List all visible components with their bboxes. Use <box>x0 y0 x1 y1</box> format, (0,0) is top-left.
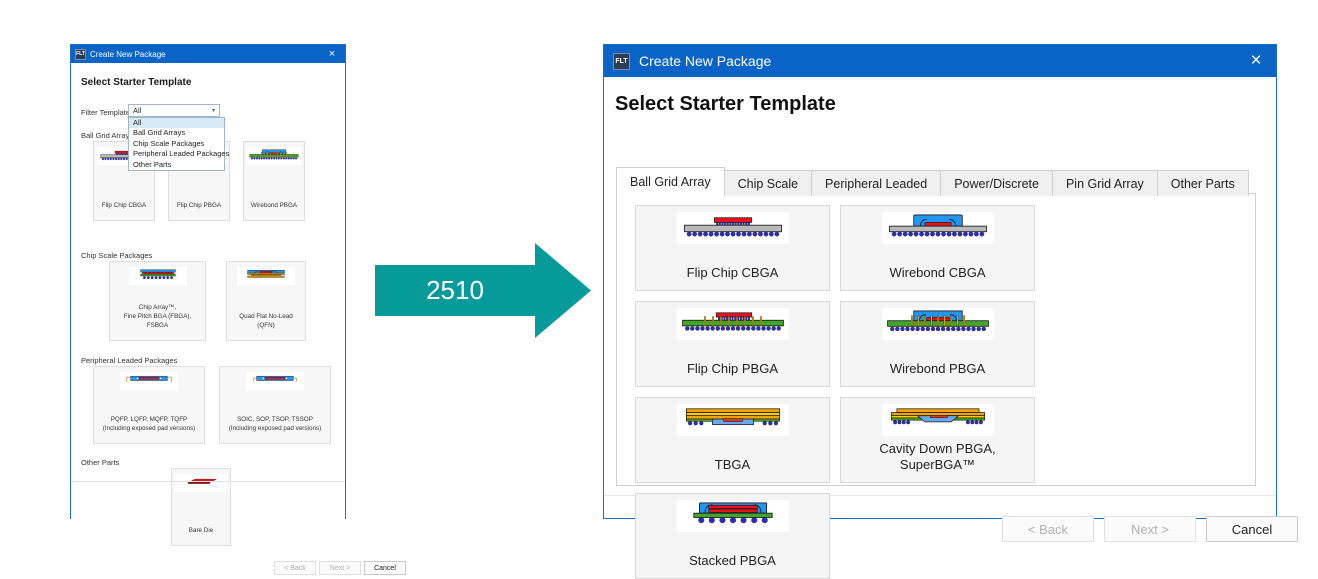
filter-option-2[interactable]: Chip Scale Packages <box>133 138 205 148</box>
group-label: Other Parts <box>81 458 120 467</box>
filter-option-1[interactable]: Ball Grid Arrays <box>133 128 186 138</box>
back-button: < Back <box>1002 516 1094 542</box>
package-cross-section-icon <box>676 404 789 436</box>
template-card-label: Flip Chip PBGA <box>686 360 779 376</box>
tab-peripheral-leaded[interactable]: Peripheral Leaded <box>811 170 942 196</box>
template-card[interactable]: Quad Flat No-Lead (QFN) <box>226 261 306 341</box>
template-card[interactable]: Stacked PBGA <box>635 493 830 579</box>
package-cross-section-icon <box>175 474 227 492</box>
package-cross-section-icon <box>676 500 789 532</box>
chevron-down-icon: ▾ <box>211 108 215 114</box>
package-cross-section-icon <box>676 308 789 340</box>
template-card[interactable]: Chip Array™,Fine Pitch BGA (FBGA), FSBGA <box>109 261 206 341</box>
tab-other-parts[interactable]: Other Parts <box>1156 170 1249 196</box>
transition-arrow: 2510 <box>375 243 591 338</box>
template-card[interactable]: Wirebond PBGA <box>840 301 1035 387</box>
template-card-label: Wirebond PBGA <box>889 360 986 376</box>
template-card[interactable]: Flip Chip CBGA <box>635 205 830 291</box>
template-card-label: Stacked PBGA <box>689 552 776 568</box>
package-cross-section-icon <box>120 372 178 390</box>
package-cross-section-icon <box>247 147 301 165</box>
tab-chip-scale[interactable]: Chip Scale <box>723 170 813 196</box>
footer-divider <box>71 481 345 482</box>
cancel-button[interactable]: Cancel <box>364 561 406 575</box>
app-icon: FLT <box>613 52 630 70</box>
template-card-label: Flip Chip CBGA <box>686 264 779 280</box>
template-card-label: Flip Chip PBGA <box>176 201 222 209</box>
package-cross-section-icon <box>237 267 295 285</box>
template-card-label: SOIC, SOP, TSOP, TSSOP(Including exposed… <box>228 415 322 432</box>
arrow-label: 2510 <box>426 275 484 305</box>
filter-templates-select[interactable]: All ▾ <box>128 104 220 117</box>
package-cross-section-icon <box>881 212 994 244</box>
template-card-label: Wirebond PBGA <box>250 201 298 209</box>
title-bar: FLT Create New Package × <box>604 45 1276 77</box>
group-label: Peripheral Leaded Packages <box>81 356 178 365</box>
template-card[interactable]: Wirebond CBGA <box>840 205 1035 291</box>
app-icon: FLT <box>75 48 86 60</box>
next-button: Next > <box>319 561 361 575</box>
tab-panel-ball-grid-array: Flip Chip CBGA Wirebond CBGA Flip Chip PBG… <box>616 193 1256 579</box>
page-title: Select Starter Template <box>615 93 836 115</box>
package-cross-section-icon <box>128 267 187 285</box>
footer-divider <box>604 495 1276 496</box>
create-new-package-dialog-before: FLT Create New Package × Select Starter … <box>70 44 406 575</box>
template-card-label: Bare Die <box>188 526 214 534</box>
window-title: Create New Package <box>90 49 166 59</box>
page-title: Select Starter Template <box>81 77 192 88</box>
group-label: Ball Grid Arrays <box>81 131 134 140</box>
template-card[interactable]: Cavity Down PBGA,SuperBGA™ <box>840 397 1035 483</box>
tab-pin-grid-array[interactable]: Pin Grid Array <box>1051 170 1158 196</box>
group-label: Chip Scale Packages <box>81 251 153 260</box>
template-card-label: TBGA <box>714 456 751 472</box>
tab-ball-grid-array[interactable]: Ball Grid Array <box>616 167 725 196</box>
tab-power-discrete[interactable]: Power/Discrete <box>940 170 1053 196</box>
filter-option-4[interactable]: Other Parts <box>133 159 172 169</box>
template-card-label: Cavity Down PBGA,SuperBGA™ <box>879 440 996 472</box>
template-card-label: Chip Array™,Fine Pitch BGA (FBGA), FSBGA <box>123 303 192 329</box>
package-cross-section-icon <box>881 308 994 340</box>
title-bar: FLT Create New Package × <box>71 45 345 63</box>
package-cross-section-icon <box>246 372 304 390</box>
package-cross-section-icon <box>881 404 994 436</box>
template-card-label: Wirebond CBGA <box>889 264 986 280</box>
close-icon[interactable]: × <box>1250 50 1262 71</box>
filter-option-3[interactable]: Peripheral Leaded Packages <box>133 149 230 159</box>
close-icon[interactable]: × <box>328 48 336 60</box>
template-card[interactable]: PQFP, LQFP, MQFP, TQFP(Including exposed… <box>93 366 205 444</box>
filter-option-0[interactable]: All <box>129 118 224 129</box>
cancel-button[interactable]: Cancel <box>1206 516 1298 542</box>
back-button: < Back <box>274 561 316 575</box>
dialog-body: Select Starter Template Filter Templates… <box>71 63 406 575</box>
template-card[interactable]: SOIC, SOP, TSOP, TSSOP(Including exposed… <box>219 366 331 444</box>
template-card-label: Quad Flat No-Lead (QFN) <box>239 312 293 329</box>
arrow-shape <box>375 243 591 338</box>
template-card-label: Flip Chip CBGA <box>101 201 147 209</box>
template-card-label: PQFP, LQFP, MQFP, TQFP(Including exposed… <box>102 415 196 432</box>
create-new-package-dialog-after: FLT Create New Package × Select Starter … <box>603 44 1298 579</box>
filter-templates-label: Filter Templates <box>81 108 134 117</box>
filter-templates-value: All <box>133 106 142 115</box>
next-button: Next > <box>1104 516 1196 542</box>
template-card-grid: Flip Chip CBGA Wirebond CBGA Flip Chip PBG… <box>635 205 1239 579</box>
template-card[interactable]: TBGA <box>635 397 830 483</box>
window-title: Create New Package <box>639 53 772 69</box>
template-card[interactable]: Flip Chip PBGA <box>635 301 830 387</box>
template-card[interactable]: Bare Die <box>171 468 231 546</box>
template-card[interactable]: Wirebond PBGA <box>243 141 305 221</box>
package-cross-section-icon <box>676 212 789 244</box>
